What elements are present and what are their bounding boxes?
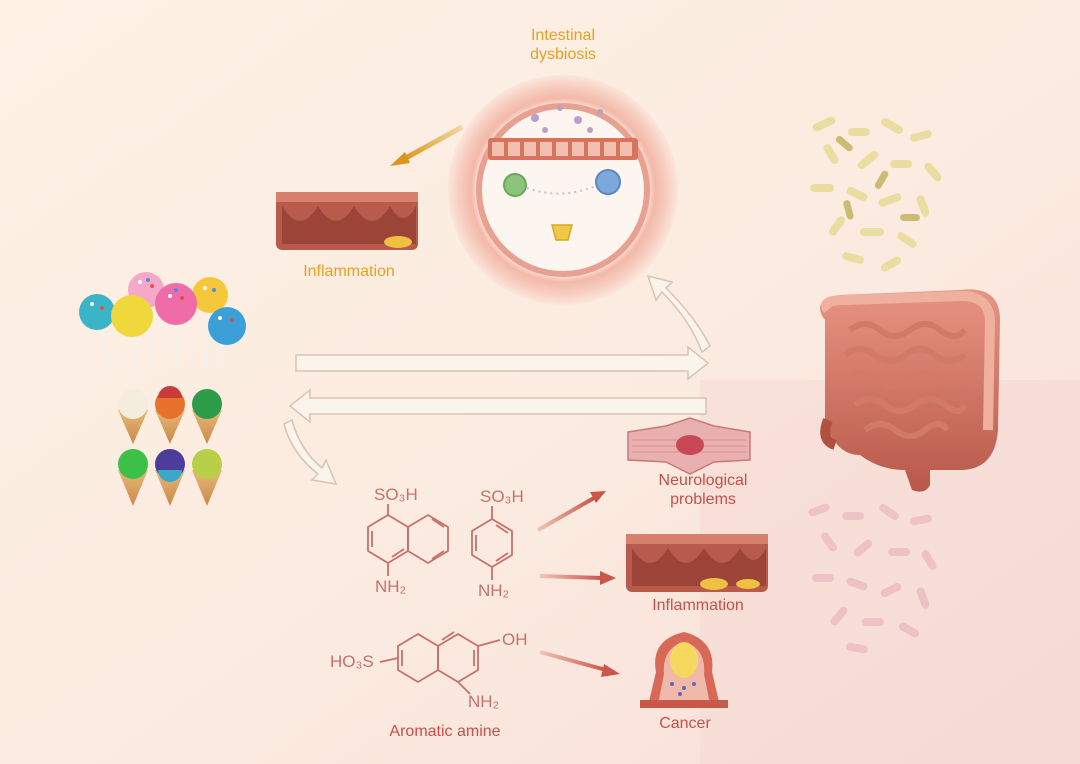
oh-label: OH bbox=[502, 630, 528, 650]
so3h-label-2: SO₃H bbox=[480, 487, 524, 507]
nh2-label-3: NH₂ bbox=[468, 692, 499, 712]
nh2-label-1: NH₂ bbox=[375, 577, 406, 597]
intestinal-dysbiosis-line1: Intestinal bbox=[505, 26, 621, 45]
inflammation-bottom-label: Inflammation bbox=[630, 596, 766, 615]
cancer-label: Cancer bbox=[650, 714, 720, 733]
nh2-label-2: NH₂ bbox=[478, 581, 509, 601]
inflammation-top-label: Inflammation bbox=[284, 262, 414, 281]
dysbiosis-circle bbox=[448, 75, 678, 305]
neurological-line2: problems bbox=[640, 490, 766, 509]
arrow-to-inflammation bbox=[540, 576, 602, 578]
intestinal-dysbiosis-line2: dysbiosis bbox=[505, 45, 621, 64]
intestinal-dysbiosis-label: Intestinal dysbiosis bbox=[505, 26, 621, 64]
aromatic-amine-label: Aromatic amine bbox=[370, 722, 520, 741]
neurological-line1: Neurological bbox=[640, 471, 766, 490]
intestine-segment-top bbox=[276, 192, 418, 250]
so3h-label-1: SO₃H bbox=[374, 485, 418, 505]
ho3s-label: HO₃S bbox=[330, 652, 374, 672]
intestine-segment-bottom bbox=[626, 534, 768, 592]
neurological-problems-label: Neurological problems bbox=[640, 471, 766, 509]
